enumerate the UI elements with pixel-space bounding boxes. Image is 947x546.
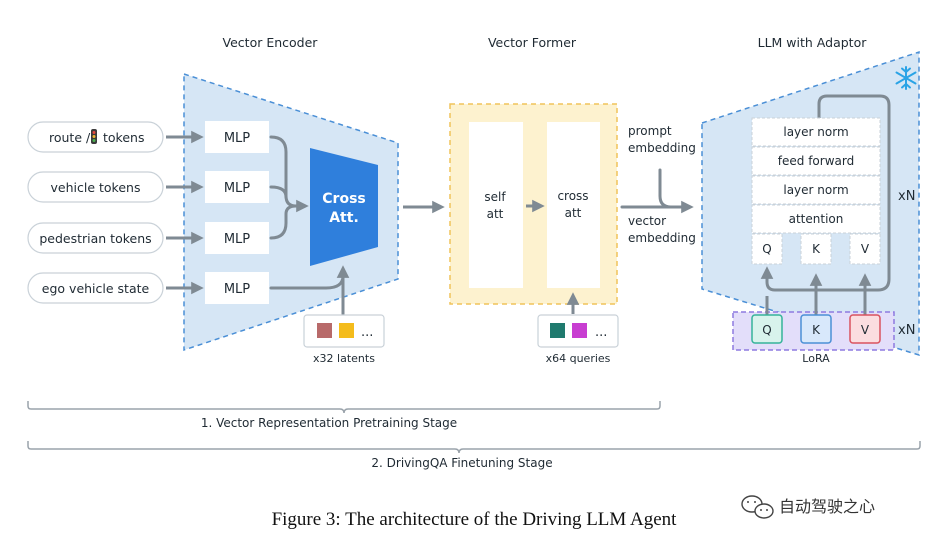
lora-v-box: V xyxy=(849,314,881,344)
input-route-tokens: route / tokens xyxy=(27,121,164,153)
heading-vector-encoder: Vector Encoder xyxy=(223,35,319,50)
heading-llm-with-adaptor: LLM with Adaptor xyxy=(758,35,868,50)
stage2-brace xyxy=(27,441,921,454)
frozen-qkv: Q K V xyxy=(751,233,881,265)
mlp-box-1: MLP xyxy=(205,121,269,153)
input-vehicle-tokens: vehicle tokens xyxy=(27,171,164,203)
stage2-label: 2. DrivingQA Finetuning Stage xyxy=(371,456,552,470)
queries-label: x64 queries xyxy=(546,352,611,365)
lora-up-arrows xyxy=(765,273,872,315)
ego-vehicle-state-label: ego vehicle state xyxy=(42,281,150,296)
frozen-k-label: K xyxy=(812,242,821,256)
cross-att-line1: Cross xyxy=(322,191,365,207)
mlp-box-2: MLP xyxy=(205,171,269,203)
attention-label: attention xyxy=(789,212,844,226)
lora-k-box: K xyxy=(800,314,832,344)
layer-norm-bottom-label: layer norm xyxy=(783,183,848,197)
lora-repeat-label: xN xyxy=(898,323,915,338)
latents-box: ... xyxy=(303,314,385,348)
snowflake-icon xyxy=(895,66,917,90)
embedding-arrows xyxy=(620,168,694,214)
mlp-label: MLP xyxy=(224,282,250,297)
attention-layer xyxy=(751,204,881,234)
vector-embedding-line2: embedding xyxy=(628,231,696,245)
latents-label: x32 latents xyxy=(313,352,375,365)
cross-att-line2: Att. xyxy=(329,210,359,226)
frozen-q-label: Q xyxy=(762,242,771,256)
layer-norm-top-label: layer norm xyxy=(783,125,848,139)
queries-ellipsis: ... xyxy=(595,325,607,340)
layer-norm-top xyxy=(751,117,881,147)
residual-loop-arrow xyxy=(760,94,891,292)
mlp-label: MLP xyxy=(224,131,250,146)
self-att-line1: self xyxy=(484,190,506,204)
stage1-label: 1. Vector Representation Pretraining Sta… xyxy=(201,416,457,430)
heading-vector-former: Vector Former xyxy=(488,35,577,50)
llm-repeat-label: xN xyxy=(898,189,915,204)
cross-attention-block: Cross Att. xyxy=(310,148,378,266)
lora-q-box: Q xyxy=(751,314,783,344)
mlp-label: MLP xyxy=(224,181,250,196)
mlp-label: MLP xyxy=(224,232,250,247)
route-tokens-suffix: tokens xyxy=(103,130,144,145)
lora-k-label: K xyxy=(812,323,821,337)
input-pedestrian-tokens: pedestrian tokens xyxy=(27,222,164,254)
latent-token-yellow xyxy=(339,323,354,338)
mlp-merge-connectors xyxy=(269,135,350,316)
feed-forward-layer xyxy=(751,146,881,176)
mlp-box-4: MLP xyxy=(205,272,269,304)
vector-embedding-line1: vector xyxy=(628,214,666,228)
queries-box: ... xyxy=(537,314,619,348)
latent-token-red xyxy=(317,323,332,338)
watermark: 自动驾驶之心 xyxy=(741,495,875,519)
traffic-light-icon xyxy=(91,129,97,144)
frozen-v-label: V xyxy=(861,242,870,256)
query-token-magenta xyxy=(572,323,587,338)
cross-att-former-line1: cross xyxy=(557,189,588,203)
llm-layer-stack: layer norm feed forward layer norm atten… xyxy=(751,117,881,234)
watermark-text: 自动驾驶之心 xyxy=(779,497,875,516)
layer-norm-bottom xyxy=(751,175,881,205)
stage1-brace xyxy=(27,401,661,414)
vehicle-tokens-label: vehicle tokens xyxy=(51,180,141,195)
wechat-icon xyxy=(741,495,774,519)
input-ego-vehicle-state: ego vehicle state xyxy=(27,272,164,304)
mlp-box-3: MLP xyxy=(205,222,269,254)
route-tokens-prefix: route / xyxy=(49,130,91,145)
prompt-embedding-line1: prompt xyxy=(628,124,672,138)
self-attention-block: self att xyxy=(469,122,523,288)
query-token-teal xyxy=(550,323,565,338)
input-arrows xyxy=(166,130,204,295)
frozen-q-box xyxy=(751,233,783,265)
latents-ellipsis: ... xyxy=(361,325,373,340)
lora-v-label: V xyxy=(861,323,870,337)
lora-q-label: Q xyxy=(762,323,771,337)
prompt-embedding-line2: embedding xyxy=(628,141,696,155)
self-att-line2: att xyxy=(487,207,504,221)
pedestrian-tokens-label: pedestrian tokens xyxy=(39,231,151,246)
lora-label: LoRA xyxy=(802,352,830,365)
cross-att-former-line2: att xyxy=(565,206,582,220)
frozen-v-box xyxy=(849,233,881,265)
feed-forward-label: feed forward xyxy=(778,154,854,168)
figure-caption: Figure 3: The architecture of the Drivin… xyxy=(272,509,678,530)
cross-attention-former-block: cross att xyxy=(547,122,600,288)
frozen-k-box xyxy=(800,233,832,265)
